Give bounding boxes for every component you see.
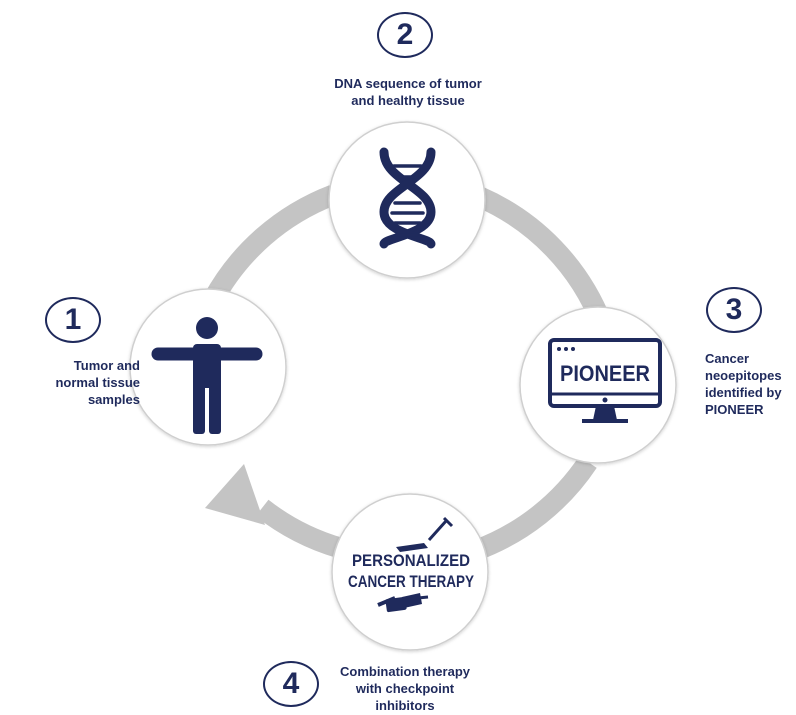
step-number-badge-3: 3: [706, 287, 762, 333]
syringe-icon: [377, 516, 454, 613]
cycle-arrowhead: [205, 464, 265, 525]
cycle-ring: [203, 185, 612, 560]
cycle-arc-4-to-1: [255, 499, 344, 559]
person-icon: [151, 317, 263, 434]
cycle-arc-2-to-3: [475, 187, 612, 328]
step-number-badge-2: 2: [377, 12, 433, 58]
cycle-arc-1-to-2: [203, 185, 337, 306]
therapy-text-line1: PERSONALIZED: [352, 551, 470, 570]
step-caption-4: Combination therapy with checkpoint inhi…: [339, 664, 470, 713]
dna-icon: [379, 147, 436, 249]
step-circle-4: [331, 493, 489, 651]
step-caption-2: DNA sequence of tumor and healthy tissue: [334, 76, 482, 108]
monitor-screen-text: PIONEER: [560, 361, 650, 386]
monitor-icon: PIONEER: [548, 338, 662, 423]
step-number-badge-1: 1: [45, 297, 101, 343]
step-caption-1: Tumor and normal tissue samples: [55, 358, 140, 407]
step-number-badge-4: 4: [263, 661, 319, 707]
step-circle-2: [328, 121, 486, 279]
therapy-text-line2: CANCER THERAPY: [348, 572, 475, 591]
cycle-arc-3-to-4: [473, 456, 597, 560]
step-circle-3: [519, 306, 677, 464]
step-caption-3: Cancer neoepitopes identified by PIONEER: [705, 351, 782, 417]
